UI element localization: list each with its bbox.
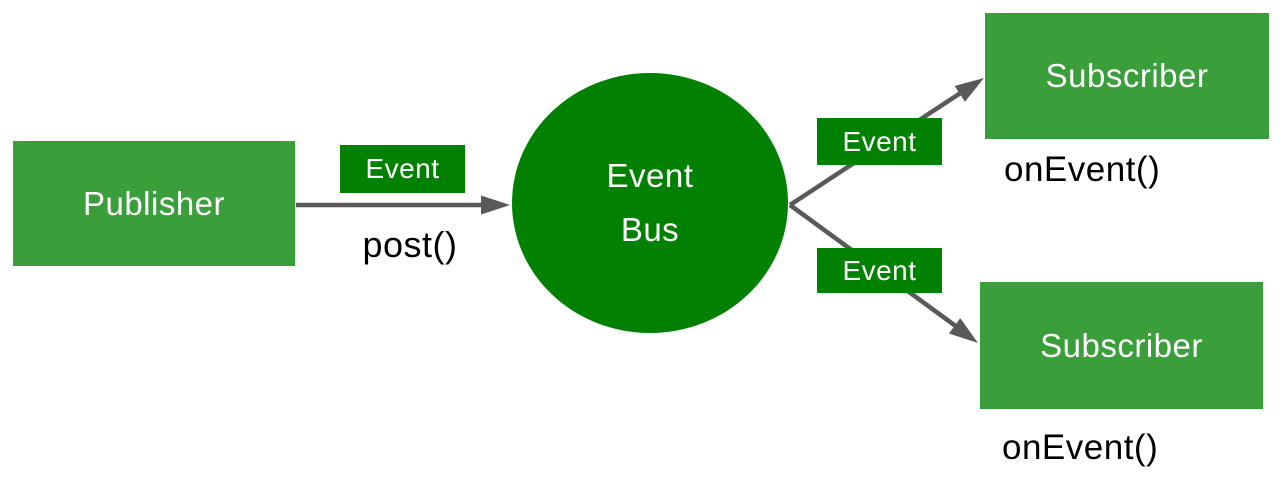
subscriber-box-1: Subscriber xyxy=(985,13,1269,139)
event-badge-subscriber1-label: Event xyxy=(842,125,917,157)
onevent-method-label-2: onEvent() xyxy=(1002,428,1159,467)
publisher-box: Publisher xyxy=(13,141,295,266)
event-bus-circle: Event Bus xyxy=(512,73,788,333)
event-badge-subscriber2: Event xyxy=(817,248,942,293)
event-badge-subscriber2-label: Event xyxy=(842,254,917,286)
subscriber-1-label: Subscriber xyxy=(1045,57,1209,94)
subscriber-2-label: Subscriber xyxy=(1040,326,1203,364)
event-bus-label-line1: Event xyxy=(606,157,694,194)
publisher-to-bus-arrow xyxy=(296,195,510,215)
publisher-label: Publisher xyxy=(82,184,226,222)
event-badge-publisher-label: Event xyxy=(365,153,440,184)
event-bus-label-line2: Bus xyxy=(620,211,680,248)
event-badge-publisher: Event xyxy=(340,145,465,193)
onevent-method-label-1: onEvent() xyxy=(1004,150,1161,189)
subscriber-box-2: Subscriber xyxy=(980,282,1263,409)
event-badge-subscriber1: Event xyxy=(817,118,942,165)
post-method-label: post() xyxy=(362,224,458,265)
